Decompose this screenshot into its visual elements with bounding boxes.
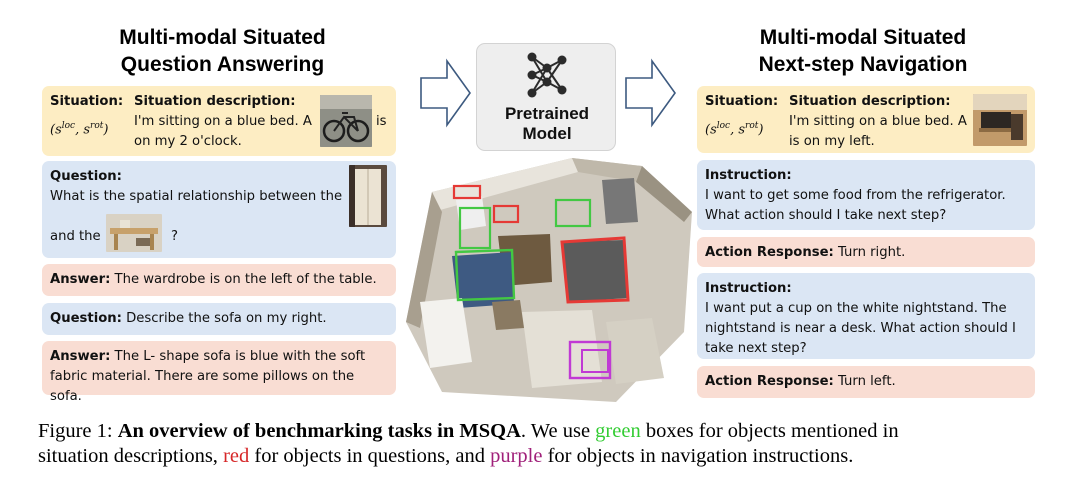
question1-qmark: ? <box>171 229 178 244</box>
instruction2-line1: I want put a cup on the white nightstand… <box>705 301 1007 316</box>
right-situation-formula: (sloc, srot) <box>705 121 764 138</box>
left-title: Multi-modal Situated Question Answering <box>80 24 365 78</box>
model-label-line1: Pretrained <box>504 104 590 123</box>
question1-label: Question: <box>50 169 122 184</box>
right-situation-desc-line2: is on my left. <box>789 134 875 149</box>
caption-prefix: Figure 1: <box>38 420 118 442</box>
instruction2-label: Instruction: <box>705 281 792 296</box>
left-right-arrow-icon <box>420 58 471 128</box>
action1-label: Action Response: <box>705 245 834 260</box>
situation-label: Situation: <box>50 94 124 109</box>
left-answer1-box: Answer: The wardrobe is on the left of t… <box>42 264 396 296</box>
model-label: Pretrained Model <box>477 104 617 144</box>
instruction2-line2: nightstand is near a desk. What action s… <box>705 321 1016 336</box>
wardrobe-photo <box>349 165 387 227</box>
caption-t2: boxes for objects mentioned in <box>640 420 899 442</box>
answer1-label: Answer: <box>50 272 111 287</box>
caption-purple-word: purple <box>490 445 543 467</box>
table-photo <box>106 214 162 252</box>
situation-desc-is: is <box>376 114 387 129</box>
caption-red-word: red <box>223 445 250 467</box>
model-label-line2: Model <box>522 124 572 143</box>
desk-photo <box>973 94 1027 146</box>
right-title: Multi-modal Situated Next-step Navigatio… <box>718 24 1008 78</box>
right-situation-desc-line1: I'm sitting on a blue bed. A <box>789 114 967 129</box>
question2-text: Describe the sofa on my right. <box>121 311 327 326</box>
caption-bold: An overview of benchmarking tasks in MSQ… <box>117 420 521 442</box>
right-instruction1-box: Instruction: I want to get some food fro… <box>697 160 1035 230</box>
scene-3d-image <box>406 158 692 402</box>
caption-t1: . We use <box>520 420 596 442</box>
right-action2-box: Action Response: Turn left. <box>697 366 1035 398</box>
instruction1-line1: I want to get some food from the refrige… <box>705 188 1006 203</box>
question1-line1: What is the spatial relationship between… <box>50 189 343 204</box>
caption-line2: situation descriptions, red for objects … <box>38 444 1048 469</box>
situation-formula: (sloc, srot) <box>50 121 109 138</box>
right-title-line1: Multi-modal Situated <box>759 26 967 49</box>
answer2-label: Answer: <box>50 349 111 364</box>
answer1-text: The wardrobe is on the left of the table… <box>110 272 377 287</box>
neural-network-icon <box>527 52 567 98</box>
left-title-line2: Question Answering <box>120 53 325 76</box>
left-question2-box: Question: Describe the sofa on my right. <box>42 303 396 335</box>
question2-label: Question: <box>50 311 122 326</box>
pretrained-model-box: Pretrained Model <box>476 43 616 151</box>
right-right-arrow-icon <box>625 58 676 128</box>
caption-line1: Figure 1: An overview of benchmarking ta… <box>38 419 1048 444</box>
answer2-line2: fabric material. There are some pillows … <box>50 369 355 404</box>
answer2-line1: The L- shape sofa is blue with the soft <box>110 349 366 364</box>
caption-t5: for objects in navigation instructions. <box>542 445 854 467</box>
action1-text: Turn right. <box>833 245 906 260</box>
situation-desc-line2: on my 2 o'clock. <box>134 134 242 149</box>
instruction2-line3: take next step? <box>705 341 807 356</box>
instruction1-line2: What action should I take next step? <box>705 208 947 223</box>
instruction1-label: Instruction: <box>705 168 792 183</box>
right-title-line2: Next-step Navigation <box>758 53 968 76</box>
left-question1-box: Question: What is the spatial relationsh… <box>42 161 396 258</box>
right-instruction2-box: Instruction: I want put a cup on the whi… <box>697 273 1035 359</box>
question1-and-the: and the <box>50 229 101 244</box>
right-action1-box: Action Response: Turn right. <box>697 237 1035 267</box>
caption-t4: for objects in questions, and <box>249 445 491 467</box>
right-situation-box: Situation: (sloc, srot) Situation descri… <box>697 86 1035 153</box>
situation-desc-label: Situation description: <box>134 94 296 109</box>
action2-label: Action Response: <box>705 374 834 389</box>
action2-text: Turn left. <box>833 374 896 389</box>
situation-desc-line1: I'm sitting on a blue bed. A <box>134 114 312 129</box>
right-situation-label: Situation: <box>705 94 779 109</box>
caption-t3: situation descriptions, <box>38 445 224 467</box>
left-situation-box: Situation: (sloc, srot) Situation descri… <box>42 86 396 156</box>
bicycle-photo <box>320 95 372 147</box>
right-situation-desc-label: Situation description: <box>789 94 951 109</box>
left-title-line1: Multi-modal Situated <box>119 26 326 49</box>
caption-green-word: green <box>595 420 641 442</box>
figure-caption: Figure 1: An overview of benchmarking ta… <box>38 419 1048 469</box>
left-answer2-box: Answer: The L- shape sofa is blue with t… <box>42 341 396 404</box>
